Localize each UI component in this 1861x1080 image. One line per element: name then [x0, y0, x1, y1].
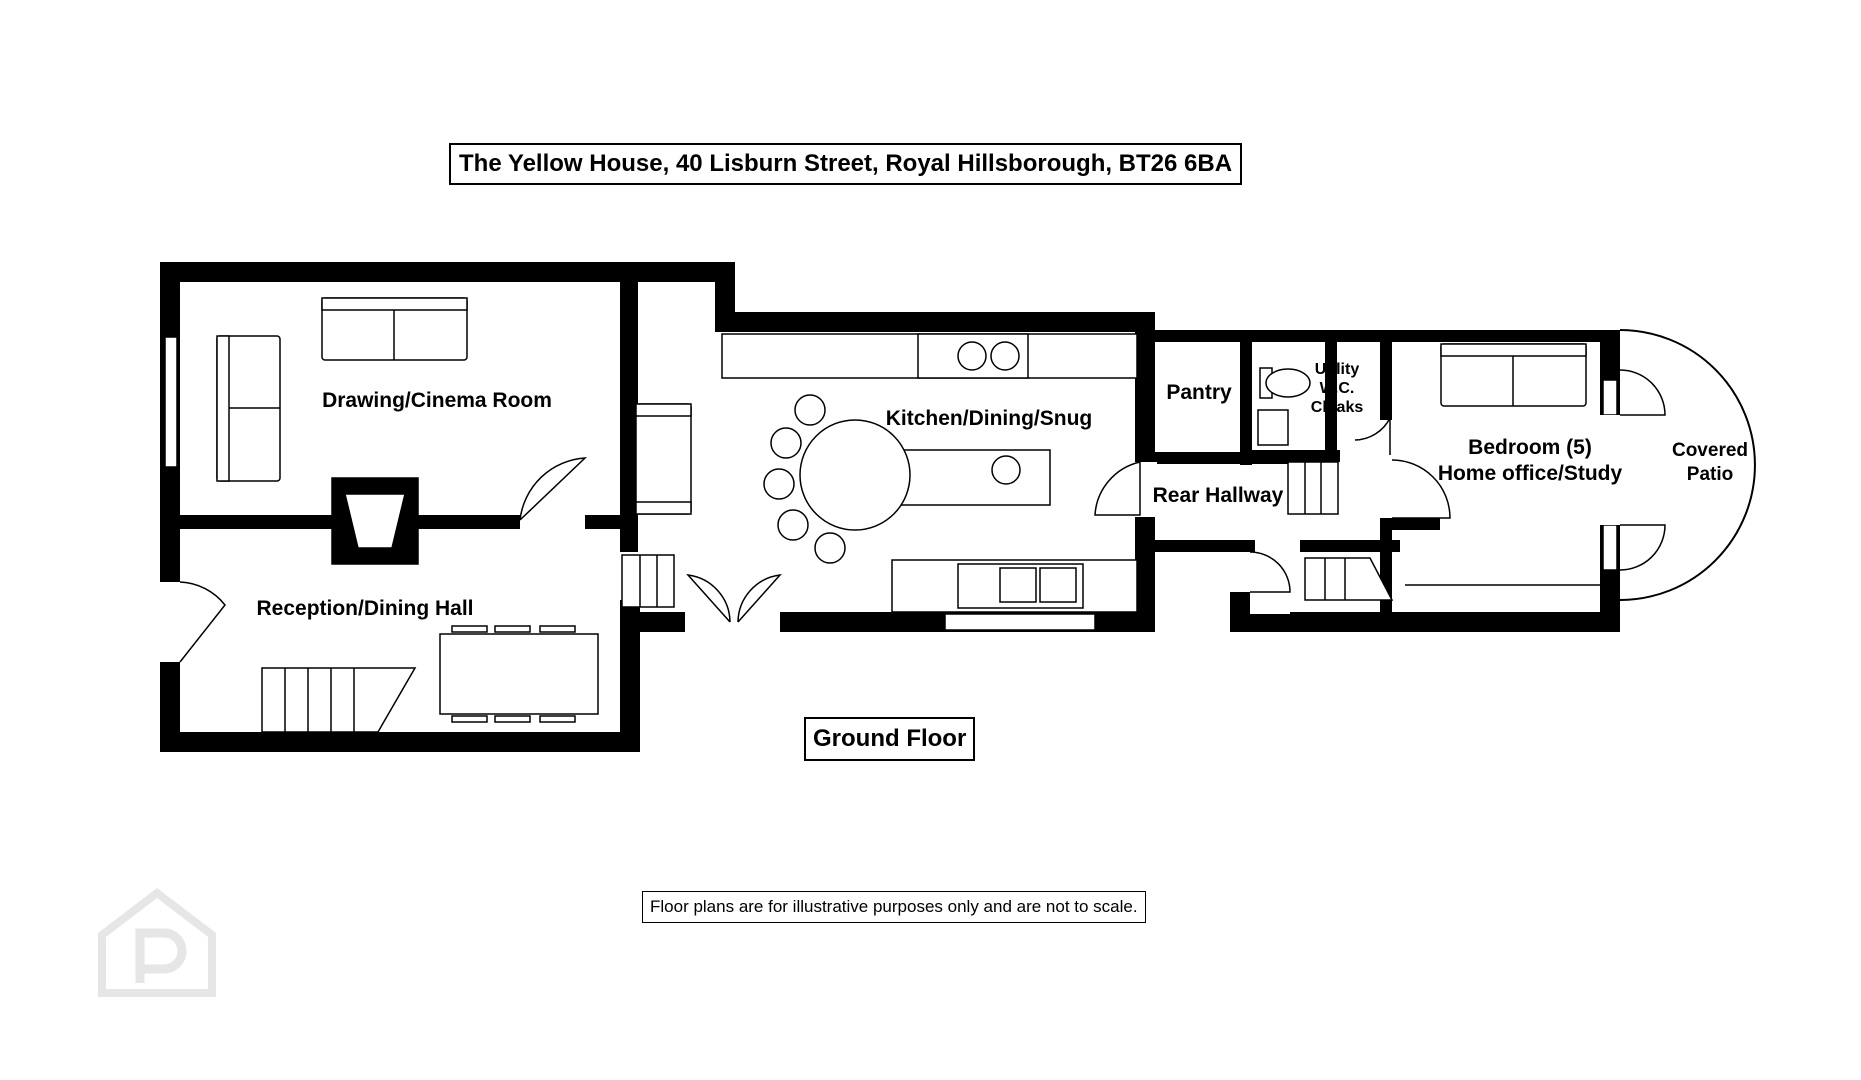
windows	[164, 336, 1618, 631]
door-gaps	[158, 415, 1622, 662]
plan-title: The Yellow House, 40 Lisburn Street, Roy…	[449, 143, 1243, 185]
label-wc: W.C.	[1320, 380, 1355, 397]
label-utility: Utility	[1315, 361, 1360, 378]
staircases	[261, 461, 1394, 733]
label-covered: Covered	[1672, 440, 1748, 461]
label-reception-dining-hall: Reception/Dining Hall	[256, 597, 473, 620]
label-patio: Patio	[1687, 464, 1733, 485]
label-bedroom-5: Bedroom (5)	[1468, 436, 1592, 459]
furniture	[216, 297, 1600, 723]
disclaimer-note: Floor plans are for illustrative purpose…	[642, 891, 1146, 923]
label-kitchen-dining-snug: Kitchen/Dining/Snug	[886, 407, 1092, 430]
property-logo-watermark-icon	[98, 887, 216, 997]
label-cloaks: Cloaks	[1311, 399, 1364, 416]
floor-label: Ground Floor	[804, 717, 976, 761]
label-rear-hallway: Rear Hallway	[1153, 484, 1284, 507]
label-drawing-cinema-room: Drawing/Cinema Room	[322, 389, 552, 412]
door-swings	[179, 369, 1666, 663]
label-pantry: Pantry	[1166, 381, 1232, 404]
label-home-office-study: Home office/Study	[1438, 462, 1623, 485]
covered-patio-outline	[1619, 329, 1756, 601]
